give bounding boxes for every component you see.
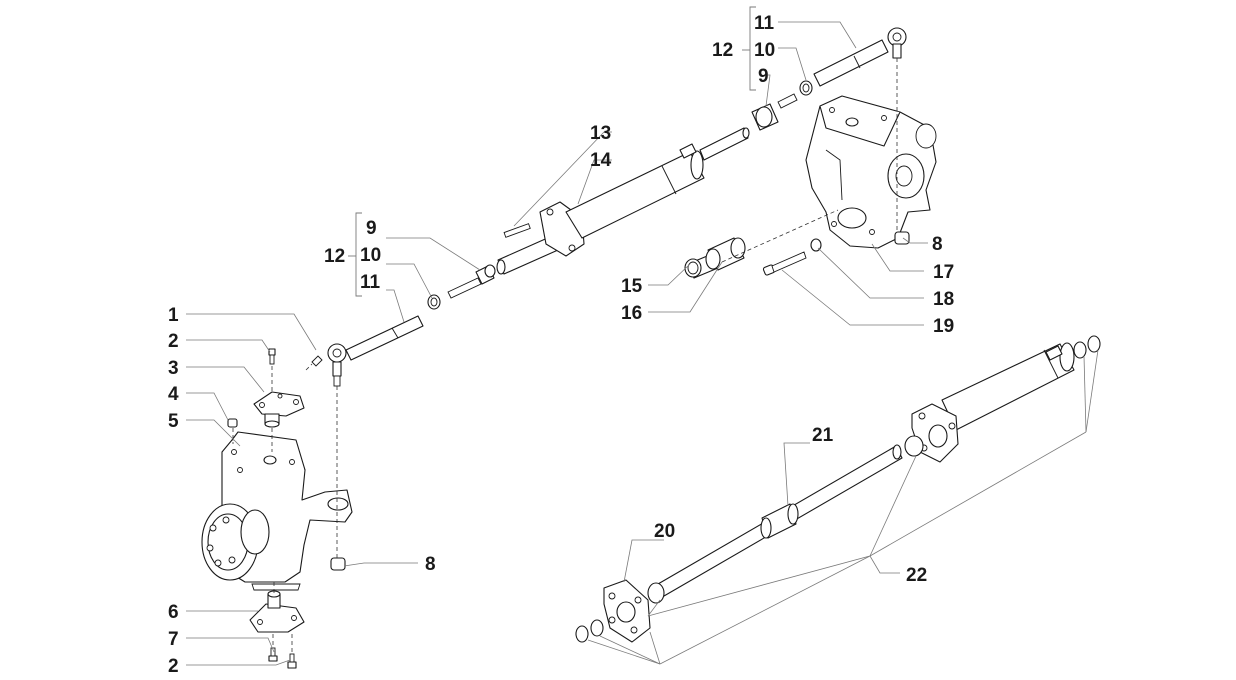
callout-12-left: 12 — [324, 246, 345, 267]
steering-cylinder-top — [496, 127, 750, 275]
screws-and-nut — [227, 348, 323, 669]
callout-8-right: 8 — [932, 234, 943, 255]
steering-knuckle-left — [201, 431, 353, 591]
callout-13: 13 — [590, 123, 611, 144]
upper-pivot-plate — [253, 391, 305, 428]
callout-9-right: 9 — [758, 66, 769, 87]
callout-4: 4 — [168, 384, 179, 405]
callout-labels: 1 2 3 4 5 6 7 2 8 9 10 11 12 13 14 11 10… — [168, 13, 954, 677]
callout-19: 19 — [933, 316, 954, 337]
bolt-and-washer — [762, 238, 822, 276]
callout-20: 20 — [654, 521, 675, 542]
callout-9-left: 9 — [366, 218, 377, 239]
assembly-axes — [232, 58, 898, 654]
callout-18: 18 — [933, 289, 954, 310]
callout-1: 1 — [168, 305, 179, 326]
callout-14: 14 — [590, 150, 612, 171]
bushings — [684, 237, 746, 279]
callout-2-lower: 2 — [168, 656, 179, 677]
callout-22: 22 — [906, 565, 927, 586]
callout-2-upper: 2 — [168, 331, 179, 352]
callout-8-left: 8 — [425, 554, 436, 575]
tie-rod-right — [751, 27, 907, 131]
callout-10-left: 10 — [360, 245, 381, 266]
lower-pivot-plate — [249, 590, 305, 633]
tie-rod-left — [327, 264, 496, 387]
nut-8-right — [894, 231, 910, 245]
leader-lines — [186, 21, 1099, 666]
callout-7: 7 — [168, 629, 179, 650]
callout-16: 16 — [621, 303, 642, 324]
callout-17: 17 — [933, 262, 954, 283]
nut-8-left — [330, 557, 346, 571]
callout-6: 6 — [168, 602, 179, 623]
callout-10-right: 10 — [754, 40, 775, 61]
callout-3: 3 — [168, 358, 179, 379]
steering-knuckle-right — [805, 95, 937, 249]
callout-5: 5 — [168, 411, 179, 432]
callout-12-right: 12 — [712, 40, 733, 61]
callout-11-right: 11 — [754, 13, 775, 34]
cylinder-bottom-assembly — [575, 335, 1101, 643]
callout-21: 21 — [812, 425, 834, 446]
callout-brackets — [348, 6, 756, 297]
callout-15: 15 — [621, 276, 643, 297]
callout-11-left: 11 — [360, 272, 381, 293]
